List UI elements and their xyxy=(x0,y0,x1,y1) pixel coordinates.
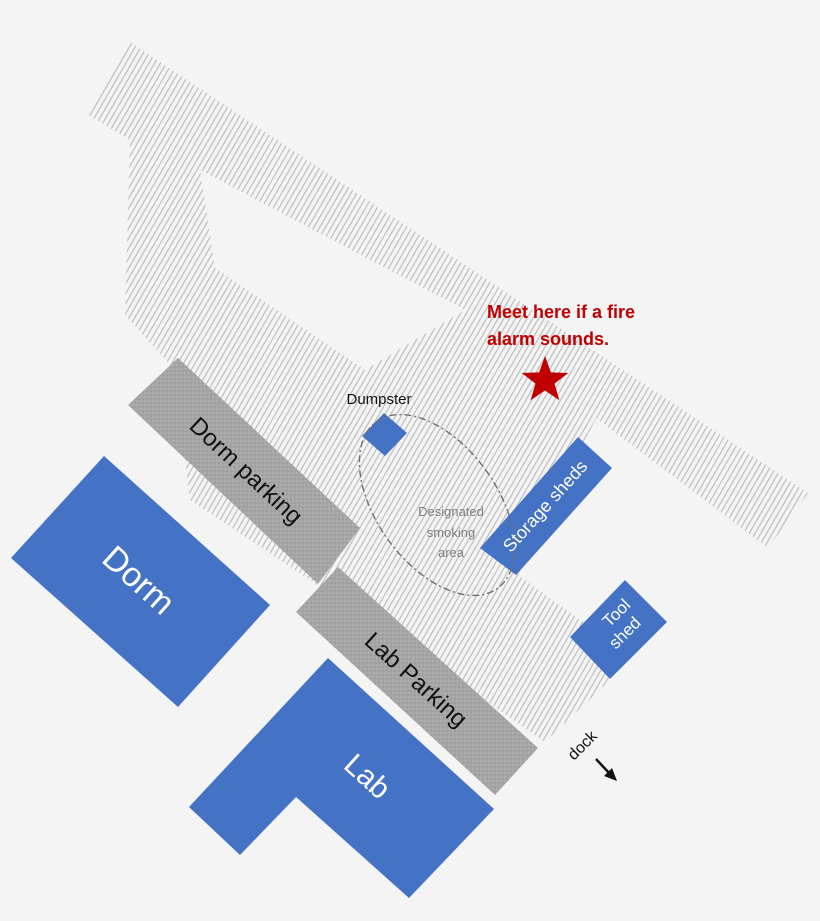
dumpster-label: Dumpster xyxy=(346,391,411,408)
dock-label: dock xyxy=(565,727,602,764)
tool-shed-building xyxy=(570,580,667,679)
outdoor-yard xyxy=(88,42,808,742)
meeting-point-label-line2: alarm sounds. xyxy=(487,329,609,349)
star-icon xyxy=(521,356,569,401)
lab-parking-lot xyxy=(296,567,538,795)
arrow-icon xyxy=(595,758,617,781)
smoking-area-label-line2: smoking xyxy=(427,525,475,540)
dumpster xyxy=(362,413,407,456)
storage-sheds-building xyxy=(480,437,612,575)
dorm-parking-lot xyxy=(128,358,360,584)
meeting-point-label-line1: Meet here if a fire xyxy=(487,302,635,322)
smoking-area-label-line1: Designated xyxy=(418,504,484,519)
lab-building xyxy=(189,658,494,898)
smoking-area-boundary xyxy=(358,413,516,597)
dorm-building xyxy=(11,456,270,707)
smoking-area-label-line3: area xyxy=(438,545,465,560)
